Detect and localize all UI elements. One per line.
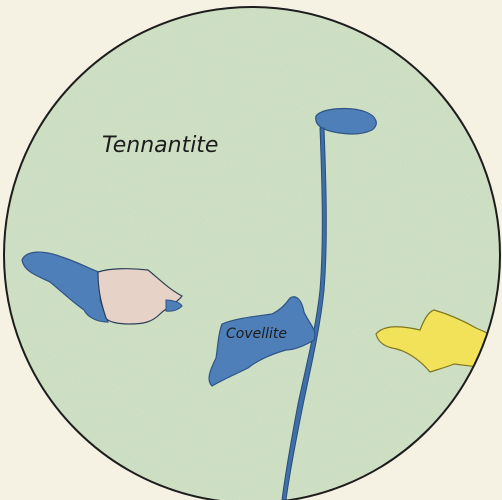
label-covellite: Covellite <box>226 326 287 342</box>
tennantite-field <box>4 7 500 500</box>
label-tennantite: Tennantite <box>102 133 218 158</box>
